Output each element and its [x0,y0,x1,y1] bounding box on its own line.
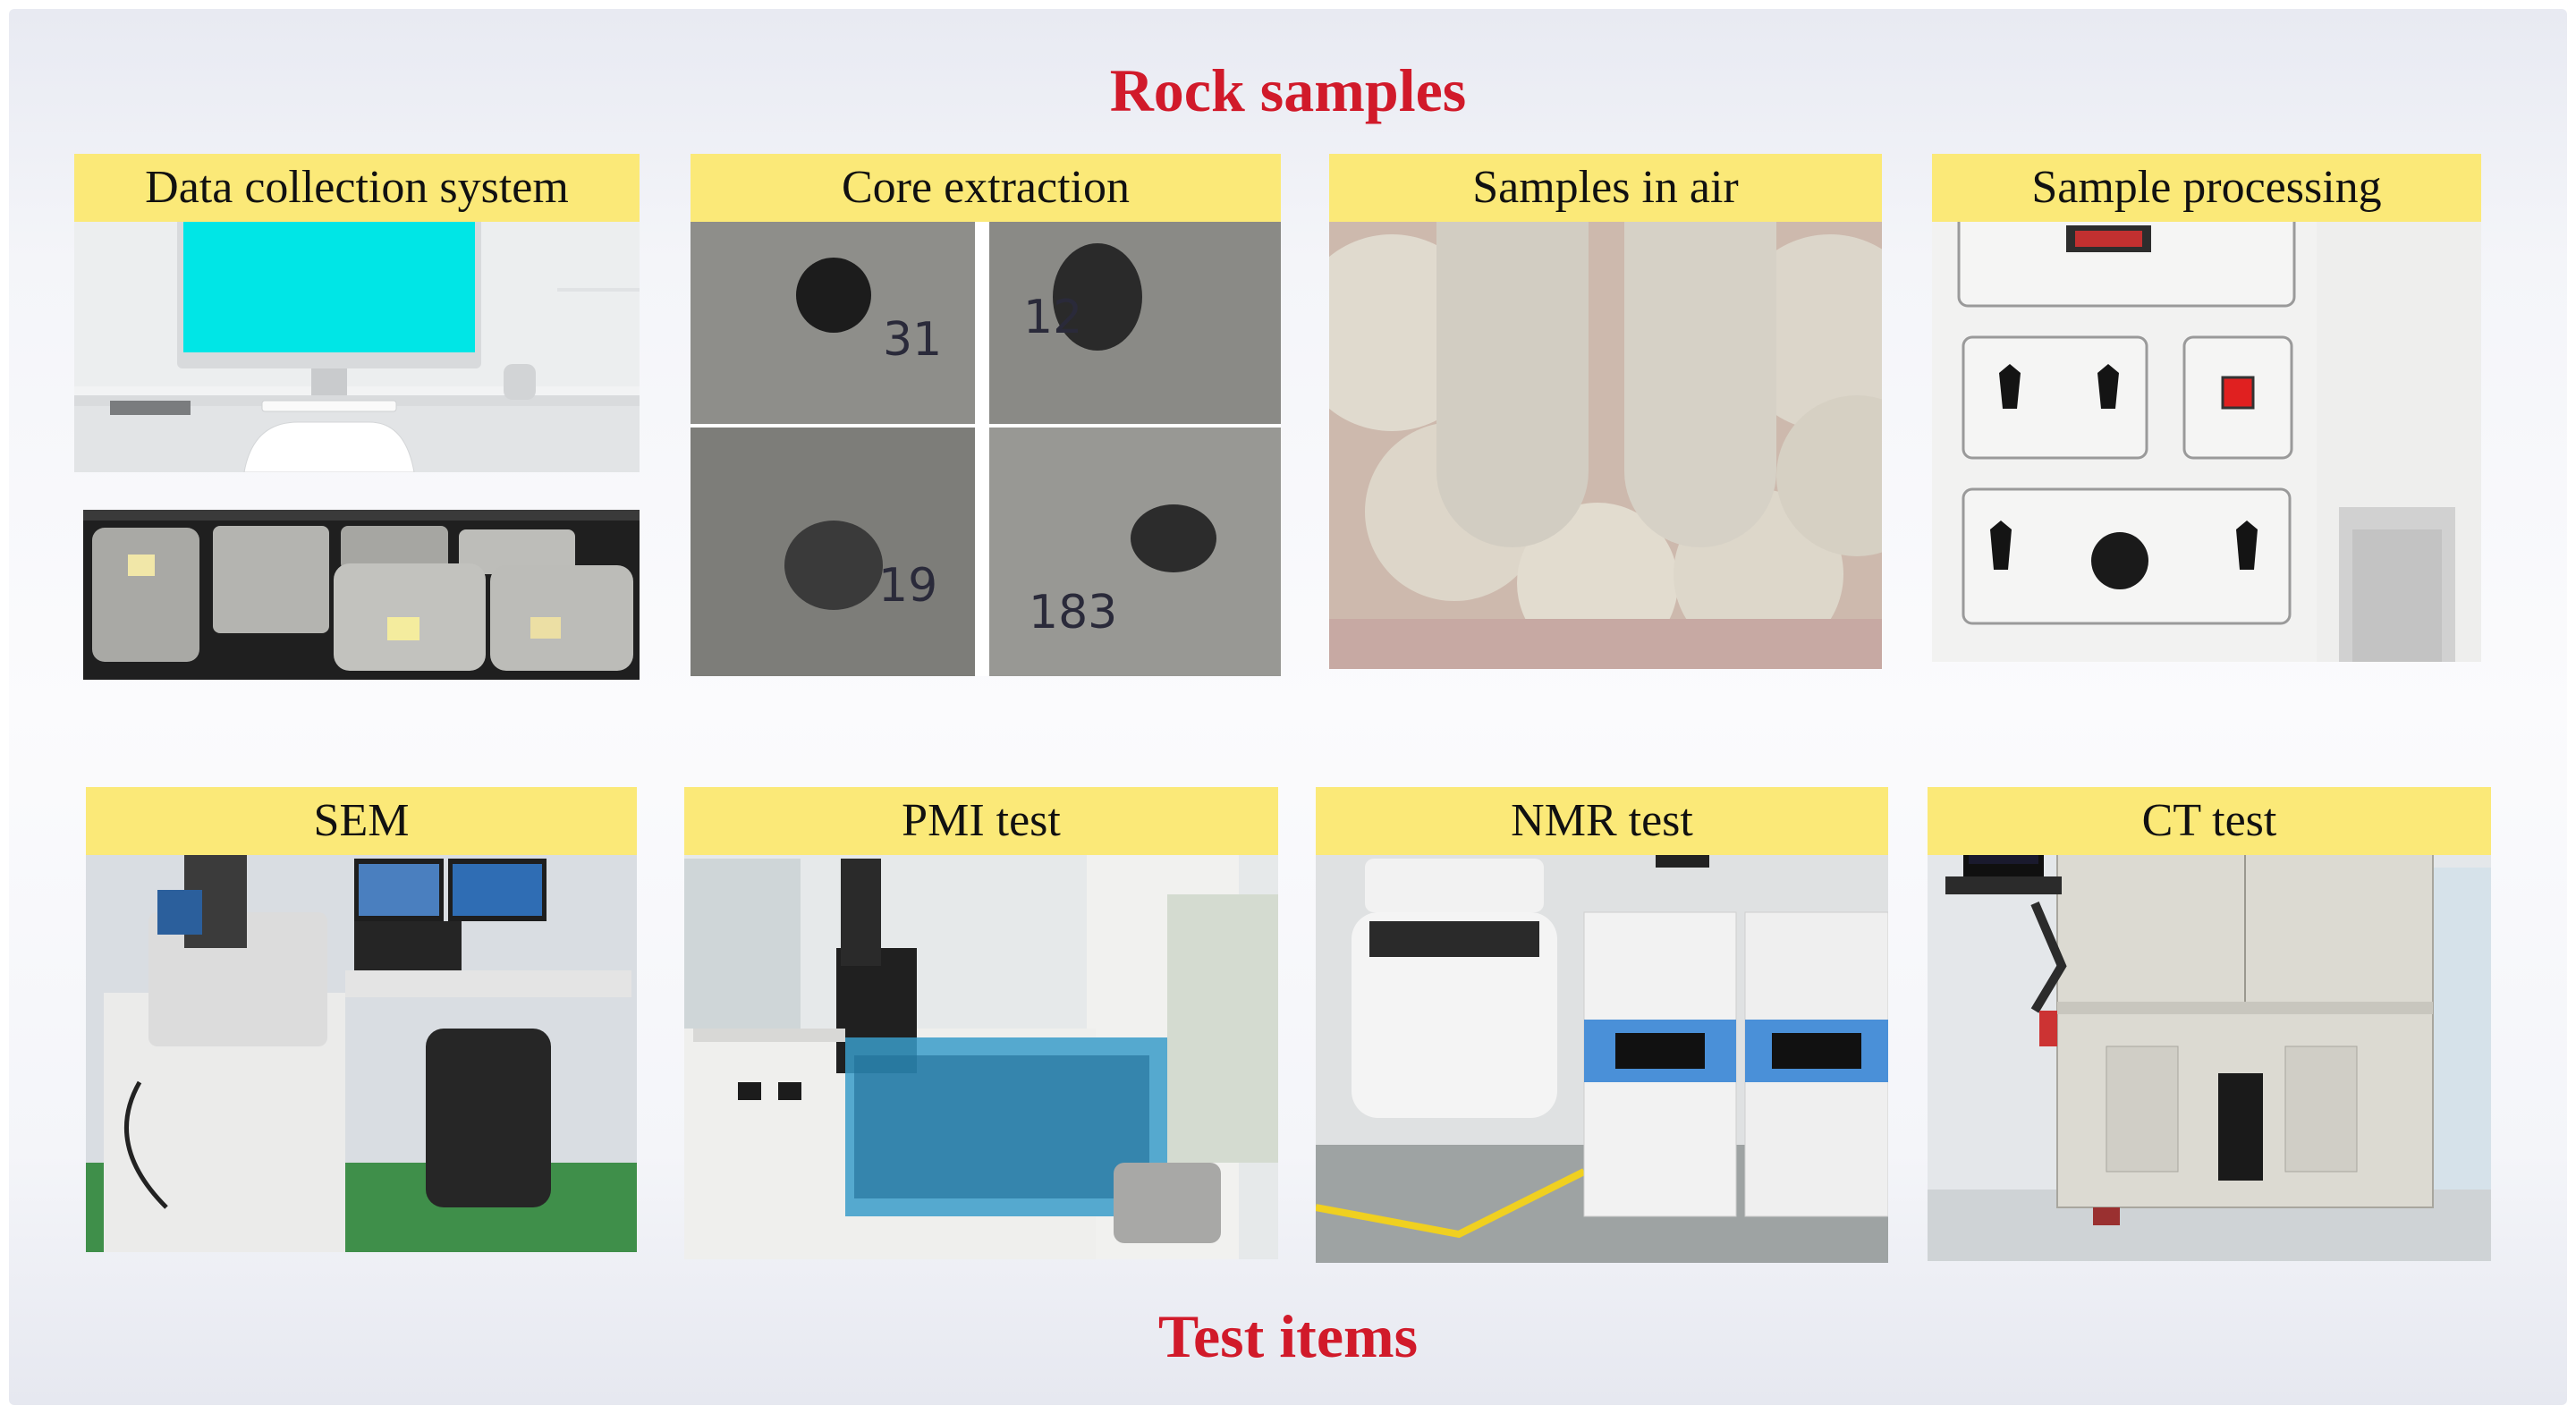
panel-title: NMR test [1511,795,1693,846]
panel-pmi: PMI test [684,787,1278,1259]
photo-ct-instrument [1928,787,2491,1261]
panel-title: Sample processing [2031,162,2382,213]
panel-title: SEM [313,795,410,846]
label-bar: Data collection system [74,154,640,222]
core-sample-3: 19 [691,428,975,676]
label-bar: Sample processing [1932,154,2481,222]
panel-sample-processing: Sample processing [1932,154,2481,662]
panel-data-collection: Data collection system [74,154,640,472]
panel-nmr: NMR test [1316,787,1888,1263]
panel-title: Samples in air [1472,162,1739,213]
svg-text:19: 19 [878,559,937,613]
photo-sem-instrument [86,787,637,1252]
photo-pmi-instrument [684,787,1278,1259]
svg-text:12: 12 [1023,291,1082,344]
core-sample-1: 31 [691,216,975,424]
label-bar: Samples in air [1329,154,1882,222]
panel-title: Core extraction [842,162,1130,213]
monitor-screen [183,220,475,352]
panel-title: PMI test [902,795,1061,846]
label-bar: PMI test [684,787,1278,855]
photo-rock-cores-box [83,510,640,680]
heading-test-items: Test items [1157,1302,1419,1370]
label-bar: CT test [1928,787,2491,855]
svg-text:183: 183 [1029,586,1117,639]
panel-samples-in-air: Samples in air [1329,154,1882,669]
core-sample-4: 183 [989,428,1281,676]
label-bar: SEM [86,787,637,855]
photo-core-holes: 31 12 19 183 [691,154,1281,676]
label-bar: NMR test [1316,787,1888,855]
photo-nmr-instrument [1316,787,1888,1263]
label-bar: Core extraction [691,154,1281,222]
panel-ct: CT test [1928,787,2491,1261]
svg-text:31: 31 [883,313,942,367]
photo-cylindrical-samples [1329,154,1882,669]
panel-title: Data collection system [145,162,569,213]
panel-sem: SEM [86,787,637,1252]
heading-rock-samples: Rock samples [1109,56,1467,124]
core-sample-2: 12 [989,216,1281,424]
photo-processing-machine [1932,154,2481,662]
panel-core-extraction: 31 12 19 183 Core extraction [691,154,1281,676]
panel-title: CT test [2141,795,2277,846]
